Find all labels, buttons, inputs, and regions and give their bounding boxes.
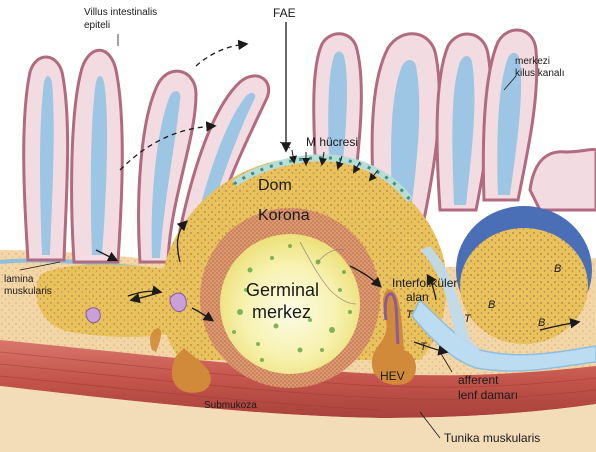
villus-label-line1: Villus intestinalis: [84, 7, 157, 18]
dom-label: Dom: [258, 177, 292, 194]
germinal-label-line1: Germinal: [246, 280, 319, 300]
germinal-label-line2: merkez: [252, 302, 311, 322]
afferent-label-line1: afferent: [458, 373, 499, 387]
hev-label: HEV: [380, 369, 405, 383]
right-follicle-dots: [460, 228, 588, 344]
b-cell-label-1: B: [554, 263, 561, 275]
interfolikuler-label-line2: alan: [406, 290, 429, 304]
lamina-label-line1: lamina: [4, 274, 34, 285]
b-cell-label-3: B: [538, 317, 545, 329]
fae-label: FAE: [273, 6, 296, 20]
merkezi-label-line1: merkezi: [515, 56, 550, 67]
villus: [530, 149, 596, 210]
interfolikuler-label-line1: Interfoliküler: [392, 276, 457, 290]
merkezi-label-line2: kilus kanalı: [515, 68, 564, 79]
b-cell-label-2: B: [488, 299, 495, 311]
lamina-label-line2: muskularis: [4, 286, 52, 297]
afferent-label-line2: lenf damarı: [458, 388, 518, 402]
korona-label: Korona: [258, 207, 310, 224]
tunika-label: Tunika muskularis: [444, 431, 540, 445]
submukoza-label: Submukoza: [204, 400, 257, 411]
villus-label-line2: epiteli: [84, 20, 110, 31]
m-hucresi-label: M hücresi: [306, 135, 358, 149]
